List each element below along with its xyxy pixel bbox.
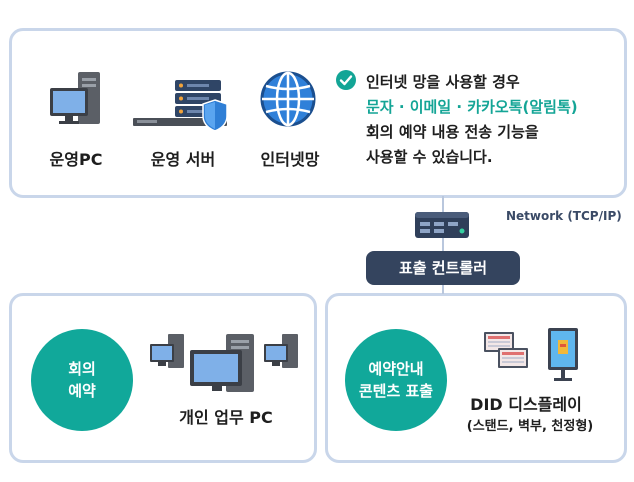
desc-line-2: 문자 · 이메일 · 카카오톡(알림톡) (366, 98, 578, 116)
check-circle-icon (336, 70, 356, 90)
circle-line-1: 회의 (68, 360, 96, 378)
desktop-pc-icon (50, 72, 100, 124)
network-connector-line (442, 196, 444, 294)
content-display-circle: 예약안내 콘텐츠 표출 (345, 329, 447, 431)
circle-line-1: 예약안내 (368, 360, 424, 378)
desc-line-4: 사용할 수 있습니다. (366, 148, 493, 166)
did-display-sublabel: (스탠드, 벽부, 천정형) (466, 419, 594, 434)
circle-line-2: 예약 (68, 382, 96, 400)
network-label: Network (TCP/IP) (506, 209, 622, 223)
globe-icon (260, 71, 316, 127)
internet-label: 인터넷망 (260, 150, 320, 169)
controller-device-icon (415, 212, 469, 238)
did-display-label: DID 디스플레이 (470, 395, 582, 414)
meeting-reservation-circle: 회의 예약 (31, 329, 133, 431)
personal-pc-label: 개인 업무 PC (179, 408, 273, 427)
server-shield-icon (133, 80, 228, 132)
ops-server-label: 운영 서버 (150, 150, 216, 169)
desc-line-3: 회의 예약 내용 전송 기능을 (366, 123, 539, 141)
internet-description: 인터넷 망을 사용할 경우 문자 · 이메일 · 카카오톡(알림톡) 회의 예약… (366, 70, 634, 170)
display-controller-badge: 표출 컨트롤러 (366, 251, 520, 285)
circle-line-2: 콘텐츠 표출 (358, 382, 434, 400)
ops-pc-label: 운영PC (49, 150, 103, 169)
desc-line-1: 인터넷 망을 사용할 경우 (366, 73, 520, 91)
did-display-icon (484, 328, 578, 381)
personal-pcs-icon (150, 334, 298, 392)
top-panel (9, 28, 627, 198)
